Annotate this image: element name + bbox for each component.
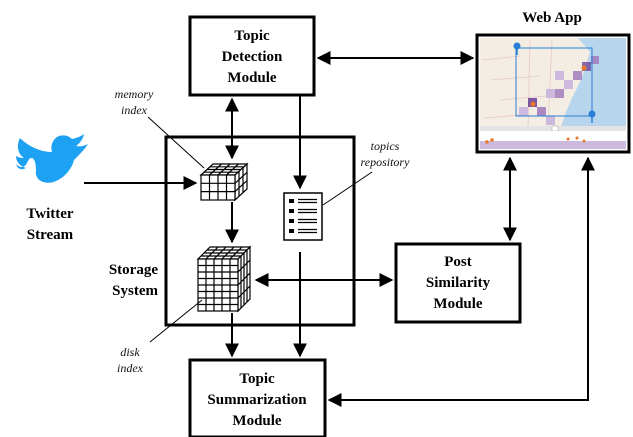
memory-index-cube-icon xyxy=(199,162,249,202)
disk-index-label-line2: index xyxy=(117,361,144,375)
topics-repository-label-line1: topics xyxy=(371,139,400,153)
disk-index-cube-icon xyxy=(196,245,252,313)
topic-summarization-label-line3: Module xyxy=(232,413,282,429)
twitter-bird-icon xyxy=(16,134,88,183)
topic-detection-module: Topic Detection Module xyxy=(188,15,316,97)
post-similarity-label-line1: Post xyxy=(444,254,472,270)
twitter-stream-label-line1: Twitter xyxy=(26,206,74,222)
post-similarity-label-line2: Similarity xyxy=(426,275,491,291)
topic-detection-label-line3: Module xyxy=(227,70,277,86)
storage-system-label-line2: System xyxy=(112,283,158,299)
post-similarity-label-line3: Module xyxy=(433,296,483,312)
document-list-icon xyxy=(283,192,323,241)
twitter-stream-label-line2: Stream xyxy=(27,227,74,243)
topic-detection-label-line2: Detection xyxy=(222,49,283,65)
topic-summarization-label-line1: Topic xyxy=(239,371,275,387)
map-pin-icon xyxy=(588,110,596,123)
storage-system-label-line1: Storage xyxy=(109,262,158,278)
storage-system-box xyxy=(164,135,356,327)
memory-index-pointer xyxy=(147,116,205,169)
web-app-screenshot xyxy=(475,33,631,154)
topics-repository-pointer xyxy=(322,171,373,206)
map-ocean xyxy=(560,38,626,130)
disk-index-pointer xyxy=(149,299,203,343)
topics-repository-label-line2: repository xyxy=(361,155,411,169)
post-similarity-module: Post Similarity Module xyxy=(394,242,522,324)
topic-detection-label-line1: Topic xyxy=(234,28,270,44)
topic-summarization-module: Topic Summarization Module xyxy=(188,358,327,437)
disk-index-label-line1: disk xyxy=(120,345,140,359)
map-pin-icon xyxy=(513,42,521,55)
memory-index-label-line1: memory xyxy=(115,87,154,101)
memory-index-label-line2: index xyxy=(121,103,148,117)
topic-summarization-label-line2: Summarization xyxy=(207,392,307,408)
arrow-webapp-summarization xyxy=(327,156,595,407)
web-app-title: Web App xyxy=(522,10,582,26)
